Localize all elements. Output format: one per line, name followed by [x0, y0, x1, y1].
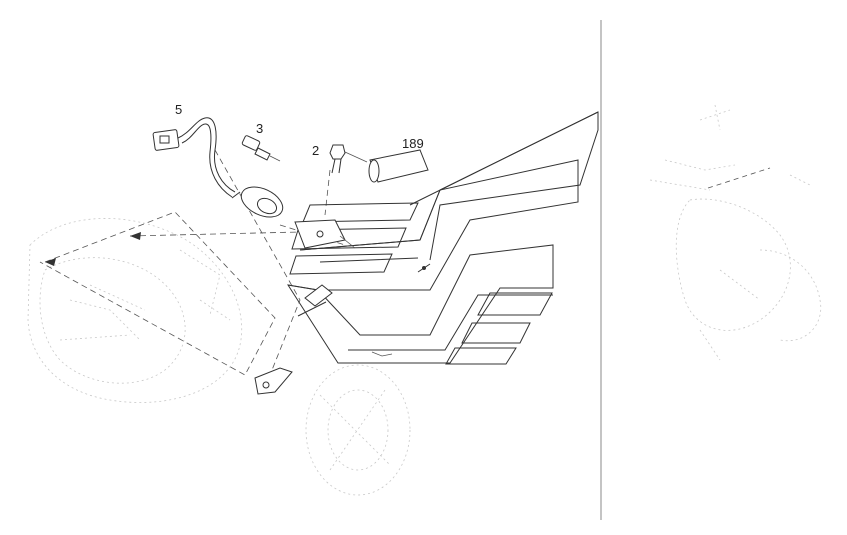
callout-2: 2 [312, 143, 319, 158]
arrow-head-mid [130, 232, 141, 240]
callout-3: 3 [256, 121, 263, 136]
mounting-plate [294, 219, 356, 249]
part-2-bolt [329, 144, 368, 174]
part-3-sensor [241, 135, 281, 162]
part-189-cylinder [368, 149, 429, 183]
lower-bracket [254, 367, 293, 395]
callout-5: 5 [175, 102, 182, 117]
assembly-guide-lines [39, 149, 346, 376]
ghost-wheel [305, 364, 411, 496]
sensor-body [231, 186, 284, 218]
ghost-assembly-right [649, 104, 822, 361]
part-5-connector-cable [152, 117, 236, 198]
frame-pin [417, 263, 431, 273]
ghost-engine-assembly-left [27, 218, 242, 403]
arrow-head-left [45, 258, 56, 266]
clamp-part [297, 284, 333, 317]
callout-189: 189 [402, 136, 424, 151]
frame-bracket [286, 111, 599, 365]
